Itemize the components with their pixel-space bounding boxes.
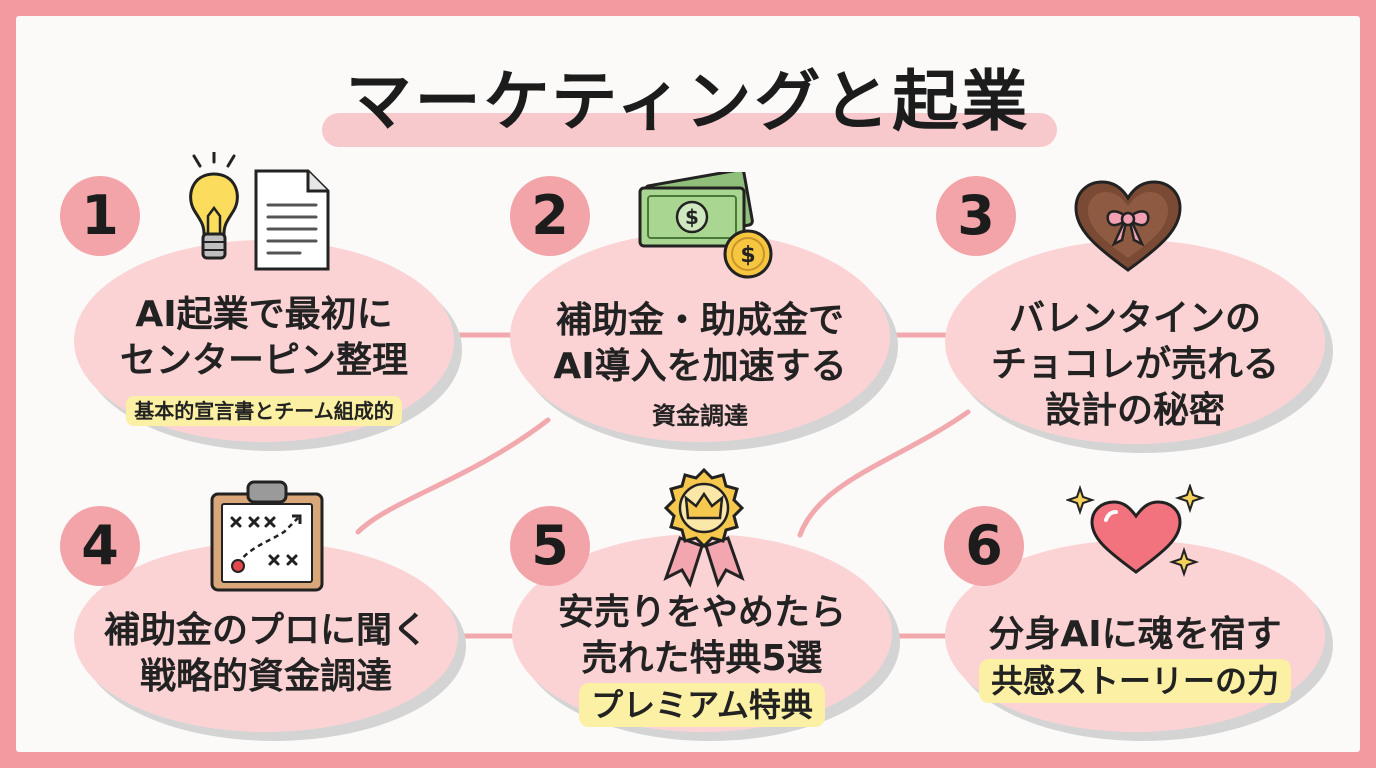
card-2-text: 補助金・助成金で AI導入を加速する 資金調達 <box>510 298 890 436</box>
card-2-line-1: 補助金・助成金で <box>555 300 844 341</box>
step-number-2: 2 <box>510 176 590 256</box>
card-3-line-2: チョコレが売れる <box>990 344 1279 385</box>
card-5-line-2: 売れた特典5選 <box>581 638 823 679</box>
step-number-4: 4 <box>60 506 140 586</box>
card-5-line-1: 安売りをやめたら <box>557 592 846 633</box>
step-number-3: 3 <box>936 176 1016 256</box>
svg-text:$: $ <box>685 205 699 229</box>
card-2-line-2: AI導入を加速する <box>553 346 847 387</box>
heart-chocolate-box-icon <box>1074 180 1182 272</box>
card-5-text: 安売りをやめたら 売れた特典5選 プレミアム特典 <box>512 590 892 728</box>
card-1-text: AI起業で最初に センターピン整理 基本的宣言書とチーム組成的 <box>74 292 454 430</box>
card-3-text: バレンタインの チョコレが売れる 設計の秘密 <box>945 296 1325 434</box>
card-1-line-2: センターピン整理 <box>119 340 408 381</box>
document-icon <box>254 169 330 271</box>
card-3-line-1: バレンタインの <box>1008 298 1261 339</box>
card-6-text: 分身AIに魂を宿す 共感ストーリーの力 <box>945 612 1325 704</box>
step-number-5: 5 <box>510 506 590 586</box>
step-number-6: 6 <box>944 506 1024 586</box>
card-6-subtitle: 共感ストーリーの力 <box>978 659 1291 703</box>
coin-icon: $ <box>723 229 773 279</box>
banknote-icon: $ <box>638 172 754 248</box>
card-6-line-1: 分身AIに魂を宿す <box>988 614 1282 655</box>
svg-text:$: $ <box>740 243 755 268</box>
card-5-subtitle: プレミアム特典 <box>579 683 825 727</box>
card-2 <box>510 232 890 442</box>
card-4-text: 補助金のプロに聞く 戦略的資金調達 <box>74 608 458 700</box>
page-title: マーケティングと起業 <box>345 63 1031 140</box>
card-1-subtitle: 基本的宣言書とチーム組成的 <box>126 396 402 426</box>
connector-2-4 <box>355 417 551 535</box>
lightbulb-icon <box>189 152 239 260</box>
card-4-line-1: 補助金のプロに聞く <box>103 610 428 651</box>
step-number-1: 1 <box>60 176 140 256</box>
clipboard-strategy-icon <box>210 480 324 592</box>
card-1-line-1: AI起業で最初に <box>135 294 393 335</box>
title-highlight <box>322 113 1057 147</box>
award-ribbon-icon <box>663 467 745 588</box>
card-3-line-3: 設計の秘密 <box>1044 390 1225 431</box>
card-2-subtitle: 資金調達 <box>652 402 748 430</box>
card-4-line-2: 戦略的資金調達 <box>139 656 392 697</box>
connector-3-5 <box>797 409 971 538</box>
heart-sparkle-icon <box>1066 484 1206 578</box>
card-3 <box>945 240 1325 444</box>
